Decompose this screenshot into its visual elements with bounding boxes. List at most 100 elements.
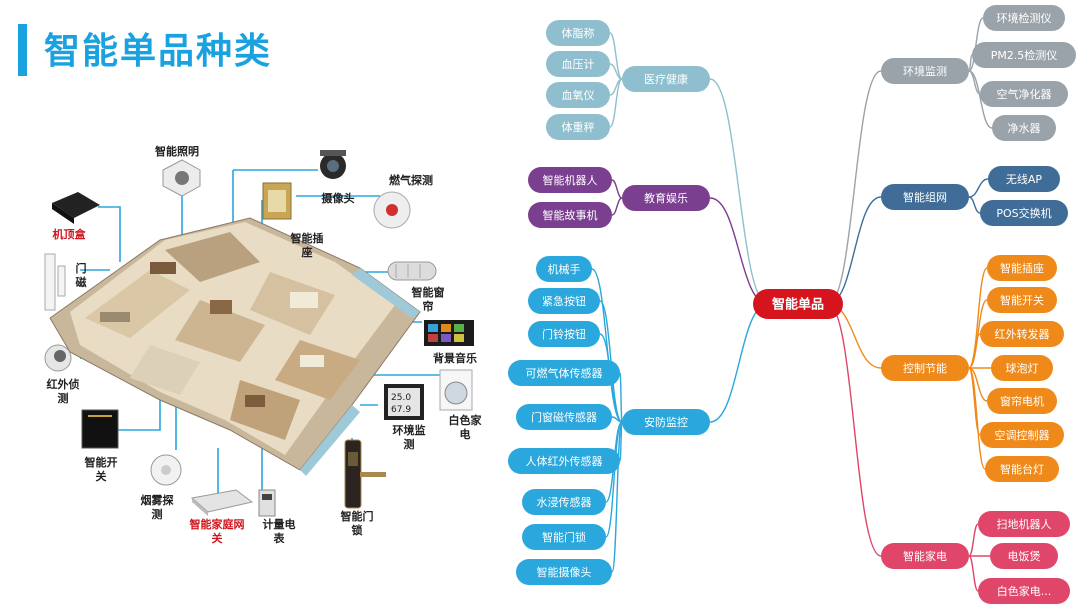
leaf-connector	[968, 333, 981, 369]
leaf-node: 门铃按钮	[528, 321, 600, 347]
leaf-node: POS交换机	[980, 200, 1068, 226]
branch-connector	[827, 196, 882, 305]
svg-text:红外转发器: 红外转发器	[995, 327, 1050, 341]
svg-text:智能故事机: 智能故事机	[543, 208, 598, 222]
floor-plan	[49, 217, 421, 476]
leaf-node: 扫地机器人	[978, 511, 1070, 537]
branch-connector	[827, 303, 882, 557]
label-stb: 机顶盒	[52, 228, 86, 241]
svg-text:智能开关: 智能开关	[1000, 293, 1044, 307]
label-switch: 智能开 关	[84, 456, 118, 483]
svg-text:白色家电...: 白色家电...	[997, 584, 1052, 598]
lighting-icon	[162, 159, 201, 197]
leaf-connector	[968, 267, 988, 369]
label-smoke: 烟雾探 测	[140, 494, 174, 521]
label-gateway: 智能家庭网 关	[189, 518, 245, 545]
leaf-connector	[968, 178, 989, 198]
connector-line	[98, 206, 121, 262]
svg-text:智能插座: 智能插座	[1000, 261, 1044, 275]
branch-node-energy: 控制节能	[881, 355, 969, 381]
label-lighting: 智能照明	[155, 145, 199, 158]
svg-text:智能组网: 智能组网	[903, 190, 947, 204]
leaf-node: 白色家电...	[978, 578, 1070, 604]
leaf-node: 环境检测仪	[983, 5, 1065, 31]
label-lock: 智能门 锁	[340, 510, 374, 537]
leaf-connector	[968, 367, 988, 402]
leaf-connector	[591, 268, 623, 423]
leaf-connector	[609, 78, 623, 128]
music-panel-icon	[424, 320, 474, 346]
door-lock-icon	[344, 439, 386, 509]
leaf-node: 智能台灯	[985, 456, 1059, 482]
leaf-connector	[968, 196, 981, 214]
camera-icon	[320, 150, 346, 179]
leaf-node: 无线AP	[988, 166, 1060, 192]
branch-connector	[709, 303, 769, 423]
branch-node-env: 环境监测	[881, 58, 969, 84]
svg-text:空调控制器: 空调控制器	[995, 428, 1050, 442]
leaf-node: 体重秤	[546, 114, 610, 140]
svg-text:体重秤: 体重秤	[562, 120, 595, 134]
leaf-node: 水浸传感器	[522, 489, 606, 515]
leaf-connector	[968, 555, 979, 592]
svg-text:智能机器人: 智能机器人	[543, 173, 598, 187]
leaf-node: 空气净化器	[980, 81, 1068, 107]
leaf-node: 红外转发器	[980, 321, 1064, 347]
mindmap-center-node: 智能单品	[753, 289, 843, 319]
svg-text:智能门锁: 智能门锁	[542, 530, 586, 544]
svg-text:人体红外传感器: 人体红外传感器	[526, 454, 603, 468]
svg-text:安防监控: 安防监控	[644, 415, 688, 429]
leaf-node: 智能故事机	[528, 202, 612, 228]
leaf-connector	[968, 70, 993, 129]
leaf-connector	[609, 32, 623, 80]
leaf-connector	[968, 523, 979, 557]
svg-text:智能台灯: 智能台灯	[1000, 462, 1044, 476]
leaf-connector	[619, 372, 623, 423]
leaf-node: 智能摄像头	[516, 559, 612, 585]
svg-text:无线AP: 无线AP	[1006, 172, 1043, 186]
env-reading-2: 67.9	[391, 405, 411, 415]
leaf-connector	[968, 17, 984, 72]
leaf-connector	[609, 63, 623, 80]
svg-text:电饭煲: 电饭煲	[1008, 550, 1041, 563]
environment-monitor-icon: 25.0 67.9	[384, 384, 424, 420]
leaf-connector	[611, 197, 623, 216]
set-top-box-icon	[52, 192, 100, 224]
ir-detector-icon	[44, 344, 72, 372]
label-camera: 摄像头	[321, 192, 355, 205]
leaf-node: 门窗磁传感器	[516, 404, 612, 430]
svg-text:环境监测: 环境监测	[903, 64, 947, 78]
svg-text:教育娱乐: 教育娱乐	[644, 191, 688, 205]
label-socket: 智能插 座	[290, 232, 324, 259]
label-meter: 计量电 表	[262, 518, 296, 545]
leaf-node: 智能插座	[987, 255, 1057, 281]
leaf-node: 空调控制器	[980, 422, 1064, 448]
branch-connector	[827, 70, 882, 305]
svg-text:PM2.5检测仪: PM2.5检测仪	[991, 48, 1058, 62]
env-reading-1: 25.0	[391, 393, 411, 403]
svg-text:控制节能: 控制节能	[903, 361, 947, 375]
leaf-connector	[611, 179, 623, 199]
leaf-connector	[611, 421, 623, 573]
leaf-node: 血氧仪	[546, 82, 610, 108]
gateway-icon	[190, 489, 254, 516]
svg-text:门铃按钮: 门铃按钮	[542, 327, 586, 341]
leaf-connector	[968, 367, 986, 470]
branch-connector	[709, 78, 769, 305]
svg-text:智能摄像头: 智能摄像头	[537, 565, 592, 579]
leaf-node: 体脂称	[546, 20, 610, 46]
door-magnet-icon	[44, 253, 66, 311]
svg-text:净水器: 净水器	[1008, 121, 1041, 135]
svg-text:体脂称: 体脂称	[562, 26, 595, 40]
leaf-node: 智能开关	[987, 287, 1057, 313]
title-accent-bar	[18, 24, 27, 76]
svg-text:POS交换机: POS交换机	[996, 206, 1051, 220]
label-curtain: 智能窗 帘	[411, 286, 445, 313]
leaf-node: 球泡灯	[991, 355, 1053, 381]
label-gas: 燃气探测	[389, 174, 433, 187]
svg-text:可燃气体传感器: 可燃气体传感器	[526, 366, 603, 380]
svg-text:环境检测仪: 环境检测仪	[997, 11, 1052, 25]
leaf-node: 可燃气体传感器	[508, 360, 620, 386]
svg-text:窗帘电机: 窗帘电机	[1000, 394, 1044, 408]
